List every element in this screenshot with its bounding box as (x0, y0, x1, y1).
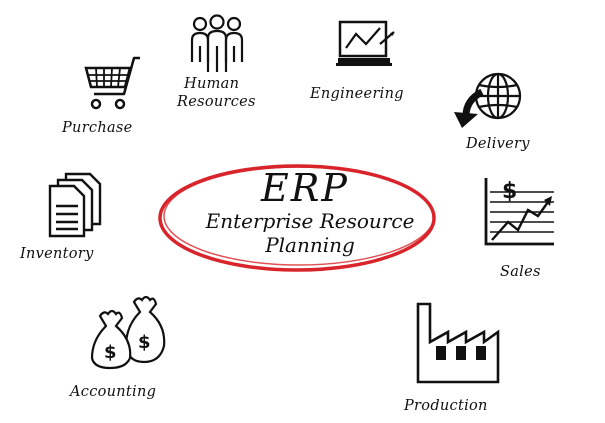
erp-subtitle-line1: Enterprise Resource (205, 209, 415, 233)
dollar-growth-chart-icon: $ (484, 178, 554, 246)
people-group-icon (190, 14, 244, 72)
svg-text:$: $ (104, 342, 117, 363)
laptop-chart-icon (336, 20, 395, 66)
svg-text:$: $ (138, 332, 151, 353)
documents-icon (48, 172, 102, 238)
label-resources: Resources (177, 94, 256, 110)
erp-subtitle-line2: Planning (265, 233, 355, 257)
erp-title: ERP (261, 166, 349, 210)
shopping-cart-icon (84, 56, 140, 110)
money-bags-icon: $ $ (90, 295, 166, 370)
svg-text:$: $ (502, 179, 517, 204)
globe-arrow-icon (454, 72, 522, 128)
label-engineering: Engineering (310, 86, 404, 102)
label-production: Production (404, 398, 488, 414)
label-sales: Sales (500, 264, 541, 280)
label-accounting: Accounting (70, 384, 157, 400)
label-inventory: Inventory (20, 246, 94, 262)
label-purchase: Purchase (62, 120, 133, 136)
factory-icon (416, 302, 500, 384)
label-human: Human (184, 76, 240, 92)
label-delivery: Delivery (466, 136, 530, 152)
